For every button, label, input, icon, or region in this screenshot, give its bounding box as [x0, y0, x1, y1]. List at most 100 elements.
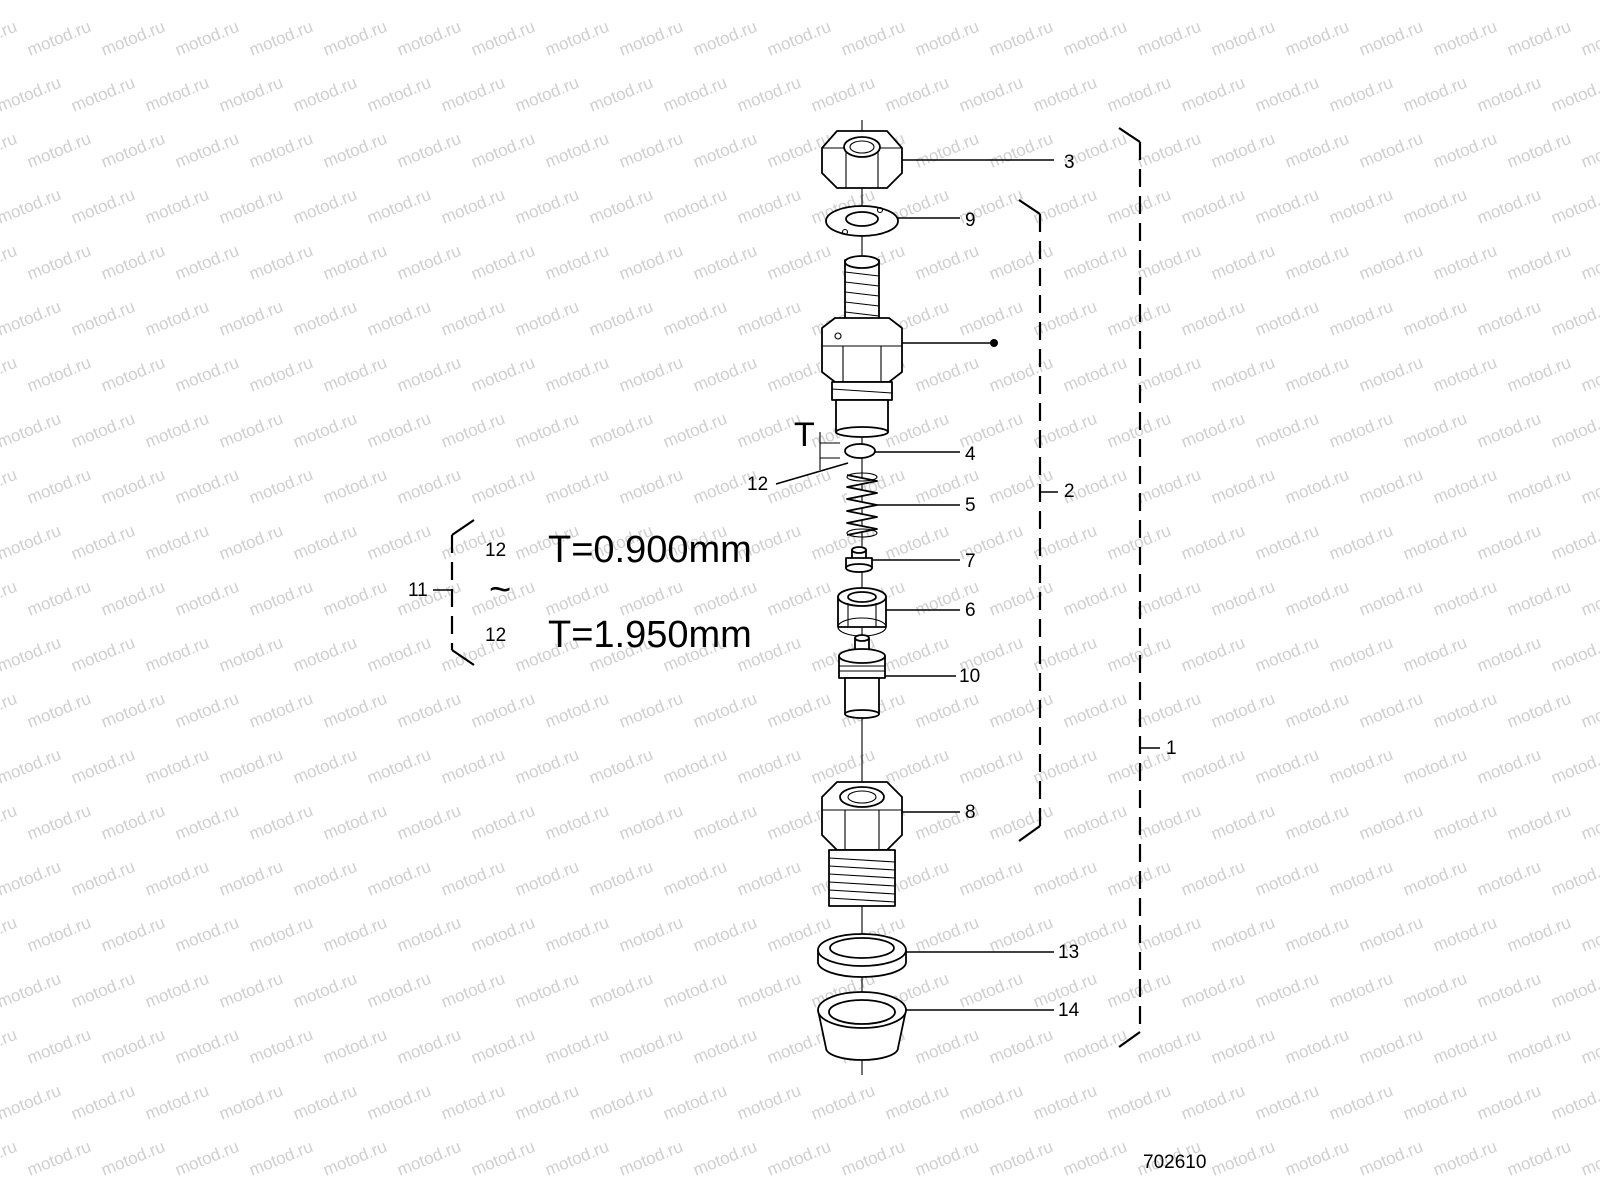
- watermark-text: motod.ru: [1474, 1081, 1543, 1124]
- watermark-text: motod.ru: [172, 801, 241, 844]
- watermark-text: motod.ru: [1474, 0, 1543, 4]
- watermark-text: motod.ru: [1356, 129, 1425, 172]
- watermark-text: motod.ru: [1400, 521, 1469, 564]
- watermark-text: motod.ru: [1430, 465, 1499, 508]
- callout-1: 1: [1166, 738, 1177, 759]
- watermark-text: motod.ru: [290, 185, 359, 228]
- watermark-text: motod.ru: [1060, 1137, 1129, 1180]
- drawing-number: 702610: [1143, 1152, 1206, 1173]
- watermark-text: motod.ru: [290, 745, 359, 788]
- watermark-text: motod.ru: [24, 241, 93, 284]
- watermark-text: motod.ru: [364, 857, 433, 900]
- watermark-text: motod.ru: [98, 465, 167, 508]
- watermark-text: motod.ru: [660, 0, 729, 4]
- watermark-text: motod.ru: [394, 17, 463, 60]
- callout-7: 7: [965, 551, 976, 572]
- part-10-valve-body: [838, 634, 886, 719]
- shim-group-labels: 12 T=0.900mm ~ 12 T=1.950mm: [485, 529, 752, 656]
- part-13-ring: [817, 933, 907, 978]
- watermark-text: motod.ru: [246, 241, 315, 284]
- watermark-text: motod.ru: [1282, 1025, 1351, 1068]
- watermark-text: motod.ru: [246, 129, 315, 172]
- watermark-text: motod.ru: [542, 241, 611, 284]
- callout-labels: 3 9 4 5 7 6 10 8 13 14 2 1 12 11: [408, 152, 1177, 1021]
- watermark-text: motod.ru: [586, 0, 655, 4]
- watermark-text: motod.ru: [172, 689, 241, 732]
- watermark-text: motod.ru: [1356, 577, 1425, 620]
- watermark-text: motod.ru: [468, 241, 537, 284]
- callout-2: 2: [1064, 481, 1075, 502]
- part-8-holder: [821, 781, 903, 907]
- watermark-text: motod.ru: [986, 913, 1055, 956]
- watermark-text: motod.ru: [320, 1137, 389, 1180]
- watermark-text: motod.ru: [690, 353, 759, 396]
- watermark-text: motod.ru: [172, 1025, 241, 1068]
- watermark-text: motod.ru: [542, 689, 611, 732]
- watermark-text: motod.ru: [468, 129, 537, 172]
- watermark-text: motod.ru: [1208, 913, 1277, 956]
- watermark-text: motod.ru: [98, 353, 167, 396]
- watermark-text: motod.ru: [542, 353, 611, 396]
- watermark-text: motod.ru: [956, 1081, 1025, 1124]
- watermark-text: motod.ru: [98, 129, 167, 172]
- watermark-text: motod.ru: [956, 0, 1025, 4]
- watermark-text: motod.ru: [1134, 913, 1203, 956]
- watermark-text: motod.ru: [1134, 689, 1203, 732]
- bracket-assembly-1: [1118, 127, 1160, 1048]
- callout-12: 12: [747, 474, 768, 495]
- watermark-text: motod.ru: [512, 1081, 581, 1124]
- watermark-text: motod.ru: [364, 73, 433, 116]
- watermark-text: motod.ru: [1430, 129, 1499, 172]
- watermark-text: motod.ru: [1282, 1137, 1351, 1180]
- watermark-text: motod.ru: [616, 1025, 685, 1068]
- watermark-text: motod.ru: [1548, 73, 1600, 116]
- watermark-text: motod.ru: [512, 969, 581, 1012]
- watermark-text: motod.ru: [1060, 577, 1129, 620]
- watermark-text: motod.ru: [1400, 73, 1469, 116]
- watermark-text: motod.ru: [1548, 857, 1600, 900]
- watermark-text: motod.ru: [1474, 745, 1543, 788]
- watermark-text: motod.ru: [394, 1137, 463, 1180]
- watermark-text: motod.ru: [542, 129, 611, 172]
- callout-8: 8: [965, 802, 976, 823]
- part-5-spring: [846, 472, 878, 538]
- callout-5: 5: [965, 495, 976, 516]
- watermark-text: motod.ru: [438, 297, 507, 340]
- watermark-text: motod.ru: [912, 1025, 981, 1068]
- watermark-text: motod.ru: [512, 745, 581, 788]
- watermark-text: motod.ru: [1400, 745, 1469, 788]
- watermark-text: motod.ru: [1578, 801, 1600, 844]
- watermark-text: motod.ru: [1548, 633, 1600, 676]
- watermark-text: motod.ru: [586, 857, 655, 900]
- watermark-text: motod.ru: [882, 745, 951, 788]
- watermark-text: motod.ru: [0, 913, 20, 956]
- watermark-text: motod.ru: [956, 745, 1025, 788]
- watermark-text: motod.ru: [1282, 689, 1351, 732]
- watermark-text: motod.ru: [764, 465, 833, 508]
- watermark-text: motod.ru: [1326, 857, 1395, 900]
- watermark-text: motod.ru: [1578, 465, 1600, 508]
- watermark-text: motod.ru: [142, 969, 211, 1012]
- watermark-text: motod.ru: [1430, 1025, 1499, 1068]
- watermark-text: motod.ru: [838, 17, 907, 60]
- watermark-text: motod.ru: [24, 801, 93, 844]
- watermark-text: motod.ru: [764, 1137, 833, 1180]
- watermark-text: motod.ru: [912, 1137, 981, 1180]
- watermark-text: motod.ru: [1208, 1025, 1277, 1068]
- watermark-text: motod.ru: [0, 353, 20, 396]
- watermark-text: motod.ru: [1578, 1025, 1600, 1068]
- watermark-text: motod.ru: [986, 353, 1055, 396]
- watermark-text: motod.ru: [1430, 577, 1499, 620]
- watermark-text: motod.ru: [986, 17, 1055, 60]
- watermark-text: motod.ru: [68, 633, 137, 676]
- watermark-text: motod.ru: [438, 73, 507, 116]
- watermark-text: motod.ru: [956, 969, 1025, 1012]
- part-valve-holder: [821, 255, 903, 438]
- watermark-text: motod.ru: [1430, 1137, 1499, 1180]
- watermark-text: motod.ru: [320, 801, 389, 844]
- watermark-text: motod.ru: [1104, 0, 1173, 4]
- watermark-text: motod.ru: [394, 129, 463, 172]
- watermark-text: motod.ru: [912, 913, 981, 956]
- watermark-text: motod.ru: [468, 801, 537, 844]
